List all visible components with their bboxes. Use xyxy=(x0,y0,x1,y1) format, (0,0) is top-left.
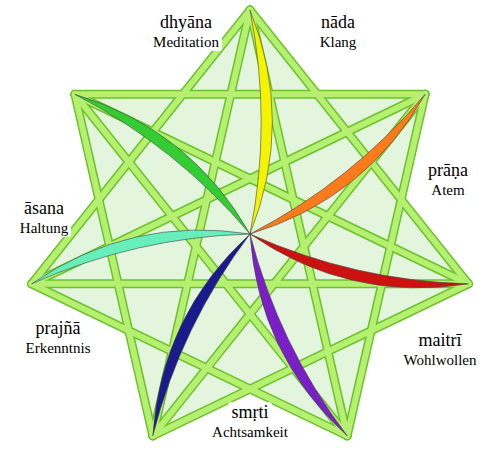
colour-swoosh xyxy=(75,94,250,234)
sanskrit-term: maitrī xyxy=(416,330,465,351)
german-term: Wohlwollen xyxy=(401,352,480,369)
star-ground xyxy=(32,10,469,436)
german-term: Atem xyxy=(428,182,467,199)
star-bands xyxy=(32,10,469,436)
sanskrit-term: prajñā xyxy=(33,318,84,339)
german-term: Erkenntnis xyxy=(23,340,94,357)
band-outline xyxy=(75,90,425,99)
band xyxy=(250,10,347,436)
sanskrit-term: prāṇa xyxy=(425,160,471,181)
german-term: Achtsamkeit xyxy=(209,424,291,441)
sanskrit-term: āsana xyxy=(21,198,67,219)
sanskrit-term: nāda xyxy=(318,12,358,33)
sanskrit-term: dhyāna xyxy=(157,12,215,33)
german-term: Meditation xyxy=(150,34,222,51)
band-outline xyxy=(32,284,348,436)
swooshes xyxy=(32,10,469,436)
colour-swoosh xyxy=(250,10,272,234)
band xyxy=(75,91,425,97)
band xyxy=(32,10,250,284)
colour-swoosh xyxy=(250,234,468,288)
german-term: Haltung xyxy=(17,220,71,237)
colour-swoosh xyxy=(32,230,250,284)
sanskrit-term: smṛti xyxy=(228,402,271,423)
band xyxy=(32,284,348,436)
german-term: Klang xyxy=(317,34,360,51)
colour-swoosh xyxy=(250,94,425,234)
